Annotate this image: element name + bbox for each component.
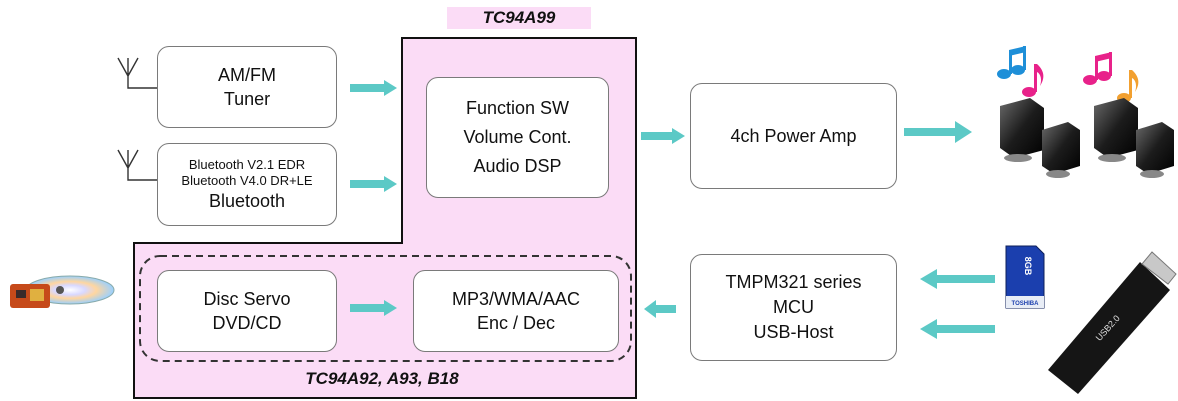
arrow-sd-to-mcu <box>920 269 995 289</box>
antenna-icon <box>117 149 160 181</box>
mcu-line3: USB-Host <box>753 322 834 342</box>
arrow-bluetooth-to-function <box>350 176 397 192</box>
svg-text:TOSHIBA: TOSHIBA <box>1012 301 1040 307</box>
codec-line2: Enc / Dec <box>476 313 556 333</box>
mcu-block: TMPM321 series MCU USB-Host <box>690 254 897 361</box>
svg-text:8GB: 8GB <box>1023 257 1033 276</box>
bluetooth-line2: Bluetooth V4.0 DR+LE <box>181 172 313 188</box>
mcu-line1: TMPM321 series <box>725 272 862 292</box>
speaker-icon <box>997 46 1174 178</box>
chip-label-tc94a92: TC94A92, A93, B18 <box>305 369 459 388</box>
codec-block: MP3/WMA/AAC Enc / Dec <box>413 270 619 352</box>
power-amp-label: 4ch Power Amp <box>730 126 857 146</box>
arrow-mcu-to-codec <box>644 300 676 318</box>
am-fm-tuner-block: AM/FM Tuner <box>157 46 337 128</box>
arrow-usb-to-mcu <box>920 319 995 339</box>
usb-stick-icon: USB2.0 <box>1048 251 1177 394</box>
tuner-line1: AM/FM <box>218 65 276 85</box>
sd-card-icon: 8GB TOSHIBA <box>1005 245 1045 309</box>
disc-servo-line1: Disc Servo <box>203 289 291 309</box>
function-line2: Volume Cont. <box>463 127 572 147</box>
dashed-subblock <box>139 255 632 362</box>
function-dsp-block: Function SW Volume Cont. Audio DSP <box>426 77 609 198</box>
bluetooth-block: Bluetooth V2.1 EDR Bluetooth V4.0 DR+LE … <box>157 143 337 226</box>
codec-line1: MP3/WMA/AAC <box>451 289 580 309</box>
arrow-tuner-to-function <box>350 80 397 96</box>
bluetooth-line1: Bluetooth V2.1 EDR <box>188 156 306 172</box>
antenna-icon <box>117 57 160 89</box>
power-amp-block: 4ch Power Amp <box>690 83 897 189</box>
arrow-amp-to-speakers <box>904 121 972 143</box>
arrow-function-to-amp <box>641 128 685 144</box>
function-line1: Function SW <box>465 98 570 118</box>
optical-pickup-icon <box>10 275 115 308</box>
chip-label-tc94a99: TC94A99 <box>447 7 591 29</box>
arrow-disc-to-codec <box>350 300 397 316</box>
bluetooth-line3: Bluetooth <box>208 190 286 211</box>
disc-servo-line2: DVD/CD <box>212 313 282 333</box>
function-line3: Audio DSP <box>473 156 562 176</box>
mcu-line2: MCU <box>773 297 814 317</box>
tuner-line2: Tuner <box>223 89 271 109</box>
disc-servo-block: Disc Servo DVD/CD <box>157 270 337 352</box>
signal-arrows <box>350 80 995 339</box>
